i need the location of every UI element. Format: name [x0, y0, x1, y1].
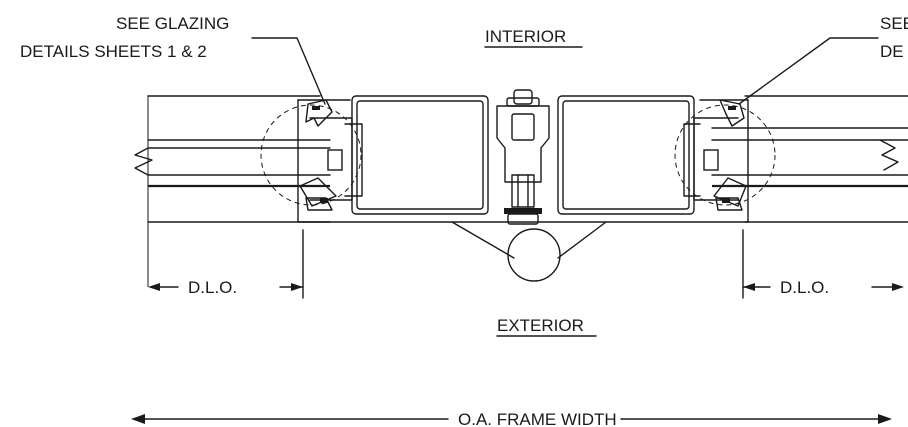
interior-label-text: INTERIOR	[485, 27, 566, 46]
gaskets-left	[299, 99, 343, 211]
glazing-note-left-line1: SEE GLAZING	[116, 14, 229, 33]
left-infill	[134, 95, 331, 287]
exterior-label: EXTERIOR	[496, 316, 597, 337]
frame-width-label: O.A. FRAME WIDTH	[458, 410, 617, 427]
glazing-note-right: SEE DE	[738, 14, 908, 105]
dlo-right-label: D.L.O.	[780, 278, 829, 297]
right-infill	[711, 95, 908, 223]
interior-label: INTERIOR	[484, 27, 583, 48]
detail-circle-right	[674, 104, 776, 206]
exterior-cap	[451, 221, 607, 282]
detail-circle-left	[260, 104, 362, 206]
gaskets-right	[703, 99, 747, 211]
glazing-note-right-line1: SEE	[880, 14, 908, 33]
leader-line-right	[738, 37, 879, 105]
leader-line-left	[251, 37, 326, 105]
glazing-note-left: SEE GLAZING DETAILS SHEETS 1 & 2	[20, 14, 326, 105]
glazing-note-right-line2: DE	[880, 42, 904, 61]
center-connector	[496, 89, 550, 225]
glazing-note-left-line2: DETAILS SHEETS 1 & 2	[20, 42, 207, 61]
dlo-left-label: D.L.O.	[188, 278, 237, 297]
mullion-frame	[297, 95, 749, 223]
dlo-dimension-right: D.L.O.	[742, 229, 904, 299]
exterior-label-text: EXTERIOR	[497, 316, 584, 335]
frame-width-dimension: O.A. FRAME WIDTH	[131, 410, 892, 427]
dlo-dimension-left: D.L.O.	[148, 229, 304, 299]
